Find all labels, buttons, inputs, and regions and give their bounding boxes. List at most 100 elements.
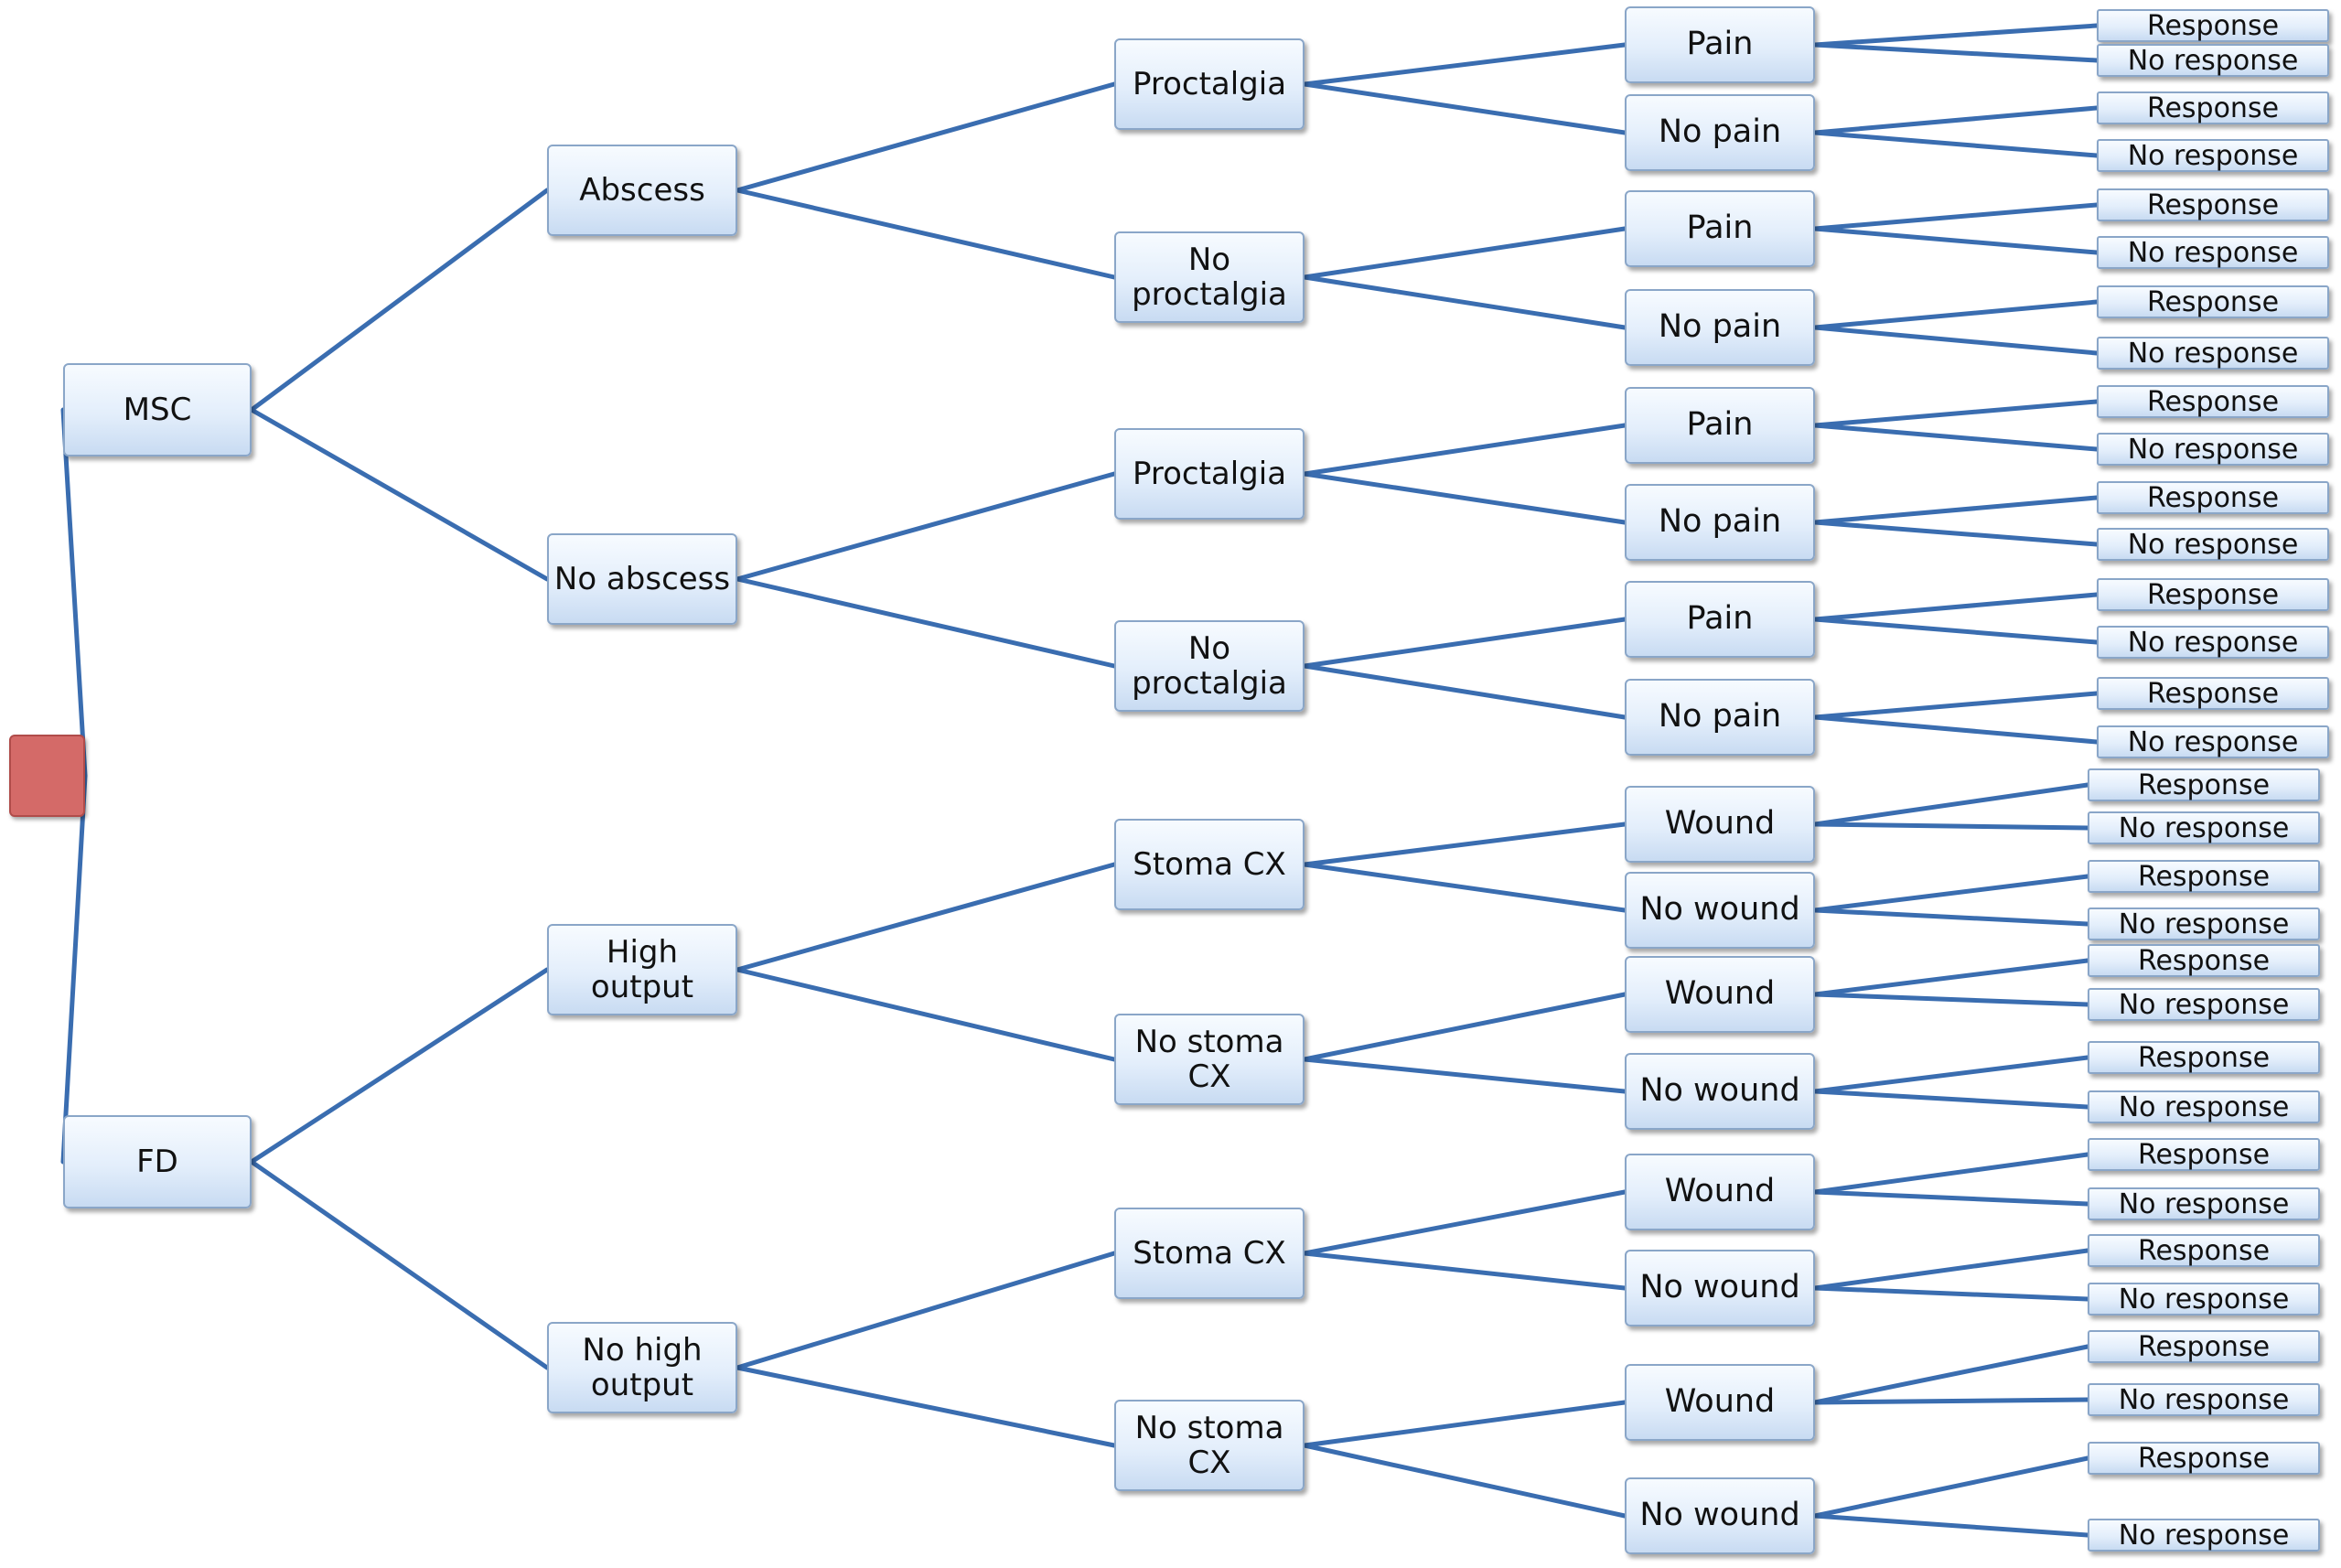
- node-no-wound: No wound: [1625, 872, 1815, 949]
- node-no-response: No response: [2088, 1283, 2320, 1316]
- node-no-response: No response: [2097, 236, 2329, 269]
- node-no-response: No response: [2097, 433, 2329, 466]
- node-high-output: High output: [547, 924, 737, 1015]
- tree-link: [735, 188, 1117, 280]
- node-no-response: No response: [2088, 908, 2320, 940]
- node-pain: Pain: [1625, 190, 1815, 267]
- node-response: Response: [2097, 481, 2329, 514]
- node-no-stoma-cx: No stoma CX: [1114, 1400, 1305, 1491]
- tree-link: [1812, 105, 2099, 135]
- tree-link: [1302, 822, 1627, 867]
- tree-link: [1812, 1513, 2090, 1538]
- tree-link: [1302, 1400, 1627, 1448]
- node-no-response: No response: [2088, 1090, 2320, 1123]
- tree-link: [1812, 1285, 2090, 1302]
- node-response: Response: [2088, 1234, 2320, 1267]
- node-proctalgia: Proctalgia: [1114, 38, 1305, 130]
- tree-link: [1812, 423, 2099, 452]
- node-no-wound: No wound: [1625, 1250, 1815, 1326]
- tree-link: [735, 576, 1117, 669]
- tree-link: [1812, 822, 2090, 831]
- node-no-response: No response: [2097, 337, 2329, 370]
- node-no-pain: No pain: [1625, 484, 1815, 561]
- tree-link: [1302, 1443, 1627, 1519]
- tree-link: [249, 967, 550, 1165]
- node-pain: Pain: [1625, 581, 1815, 658]
- node-proctalgia: Proctalgia: [1114, 428, 1305, 520]
- tree-link: [1812, 42, 2099, 63]
- tree-link: [1302, 1189, 1627, 1256]
- node-pain: Pain: [1625, 387, 1815, 464]
- node-pain: Pain: [1625, 6, 1815, 83]
- node-wound: Wound: [1625, 786, 1815, 863]
- tree-link: [1812, 617, 2099, 645]
- tree-link: [1302, 81, 1627, 135]
- tree-link: [1812, 1089, 2090, 1110]
- node-no-response: No response: [2088, 811, 2320, 844]
- node-response: Response: [2088, 1330, 2320, 1363]
- node-no-pain: No pain: [1625, 679, 1815, 756]
- tree-link: [1812, 1055, 2090, 1094]
- tree-link: [249, 1159, 550, 1370]
- node-msc: MSC: [63, 363, 252, 456]
- tree-link: [1812, 495, 2099, 525]
- tree-link: [1812, 325, 2099, 356]
- tree-link: [735, 471, 1117, 582]
- tree-link: [1812, 1248, 2090, 1291]
- node-fd: FD: [63, 1115, 252, 1208]
- node-response: Response: [2097, 285, 2329, 318]
- node-no-response: No response: [2097, 528, 2329, 561]
- tree-link: [1302, 42, 1627, 87]
- tree-link: [1812, 1344, 2090, 1405]
- node-response: Response: [2088, 944, 2320, 977]
- node-no-wound: No wound: [1625, 1053, 1815, 1130]
- tree-link: [1302, 617, 1627, 669]
- node-stoma-cx: Stoma CX: [1114, 1208, 1305, 1299]
- tree-link: [1812, 691, 2099, 720]
- tree-link: [1812, 226, 2099, 255]
- node-response: Response: [2088, 768, 2320, 801]
- tree-link: [1812, 1189, 2090, 1207]
- tree-link: [735, 967, 1117, 1062]
- node-response: Response: [2097, 385, 2329, 418]
- tree-link: [1812, 1455, 2090, 1519]
- tree-link: [735, 81, 1117, 193]
- node-response: Response: [2088, 1041, 2320, 1074]
- tree-link: [60, 773, 88, 1165]
- node-no-response: No response: [2097, 725, 2329, 758]
- tree-link: [1812, 1152, 2090, 1195]
- node-no-response: No response: [2088, 1383, 2320, 1416]
- tree-link: [1302, 471, 1627, 525]
- node-response: Response: [2088, 1442, 2320, 1475]
- node-no-pain: No pain: [1625, 289, 1815, 366]
- tree-link: [60, 407, 88, 779]
- node-no-response: No response: [2088, 988, 2320, 1021]
- tree-link: [1812, 520, 2099, 547]
- tree-link: [1812, 714, 2099, 745]
- tree-link: [735, 1365, 1117, 1448]
- node-response: Response: [2097, 677, 2329, 710]
- node-response: Response: [2097, 188, 2329, 221]
- tree-link: [249, 407, 550, 582]
- tree-link: [1302, 274, 1627, 330]
- node-abscess: Abscess: [547, 145, 737, 236]
- tree-link: [1302, 862, 1627, 913]
- node-response: Response: [2088, 1138, 2320, 1171]
- root-decision-node: [9, 735, 85, 817]
- node-no-pain: No pain: [1625, 94, 1815, 171]
- tree-link: [1812, 1397, 2090, 1405]
- node-no-proctalgia: No proctalgia: [1114, 620, 1305, 712]
- node-no-response: No response: [2097, 139, 2329, 172]
- tree-link: [1812, 874, 2090, 913]
- tree-link: [1812, 23, 2099, 48]
- tree-link: [1812, 592, 2099, 622]
- node-wound: Wound: [1625, 956, 1815, 1033]
- tree-link: [1302, 1251, 1627, 1291]
- node-no-abscess: No abscess: [547, 533, 737, 625]
- tree-link: [735, 862, 1117, 972]
- tree-link: [1812, 908, 2090, 927]
- node-no-wound: No wound: [1625, 1477, 1815, 1554]
- tree-link: [1812, 130, 2099, 158]
